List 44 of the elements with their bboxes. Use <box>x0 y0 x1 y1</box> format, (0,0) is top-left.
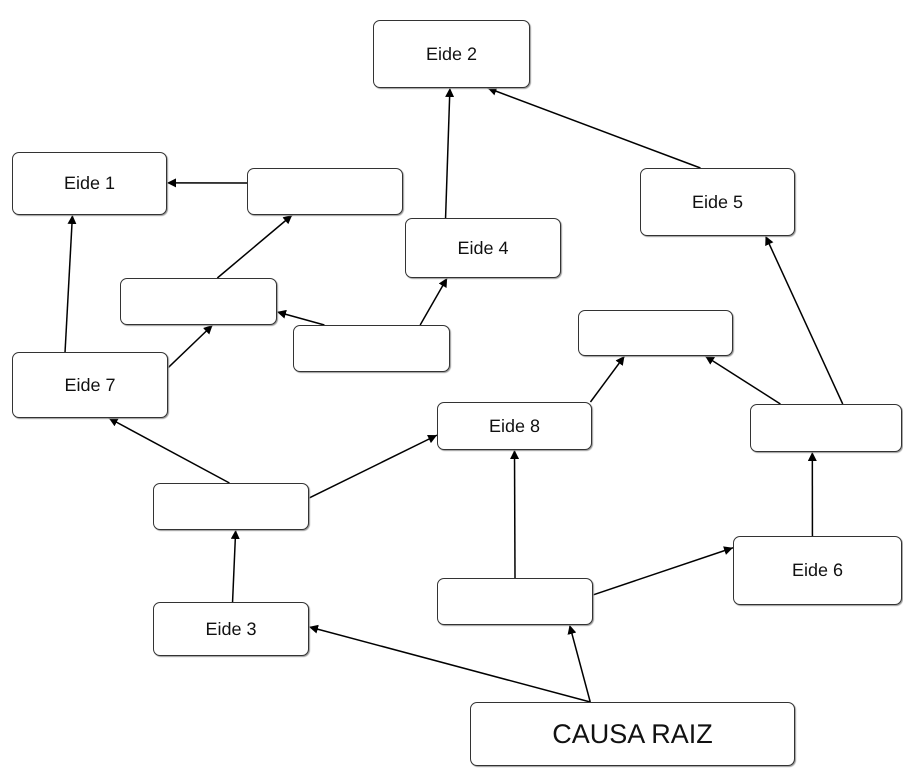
box-label: Eide 1 <box>64 173 116 194</box>
box-label: Eide 6 <box>792 560 844 581</box>
box-label: Eide 8 <box>488 416 540 436</box>
box-label: Eide 4 <box>457 238 509 258</box>
process-box <box>640 168 795 236</box>
empty-box <box>578 310 733 356</box>
process-box <box>12 352 168 418</box>
arrow <box>216 214 293 279</box>
empty-box <box>293 325 450 372</box>
process-box <box>437 402 592 450</box>
arrow <box>64 214 76 352</box>
empty-box <box>750 404 902 452</box>
arrow <box>167 324 214 368</box>
empty-box <box>437 578 593 625</box>
arrow <box>487 86 701 169</box>
arrow <box>420 278 448 326</box>
box-label: Eide 7 <box>64 374 116 396</box>
arrow <box>308 624 590 703</box>
arrow <box>308 434 438 499</box>
process-box <box>470 702 795 766</box>
arrow <box>230 530 240 602</box>
arrow <box>444 88 454 218</box>
empty-box <box>153 483 309 530</box>
process-box <box>405 218 561 278</box>
arrow <box>704 355 781 405</box>
process-box <box>153 602 309 656</box>
box-label: Eide 5 <box>692 192 744 212</box>
arrow <box>592 546 734 596</box>
empty-box <box>120 278 277 325</box>
box-label: Eide 2 <box>426 44 478 64</box>
arrow <box>276 310 325 326</box>
arrow <box>108 417 230 484</box>
arrow <box>764 236 844 404</box>
arrow <box>167 178 247 188</box>
arrow <box>568 624 591 702</box>
process-box <box>733 536 902 605</box>
process-box <box>373 20 530 88</box>
box-label: CAUSA RAIZ <box>552 718 713 750</box>
box-label: Eide 3 <box>205 618 257 640</box>
arrow <box>590 356 626 402</box>
empty-box <box>247 168 403 215</box>
arrow <box>808 452 817 536</box>
arrow <box>510 450 520 578</box>
process-box <box>12 152 167 215</box>
